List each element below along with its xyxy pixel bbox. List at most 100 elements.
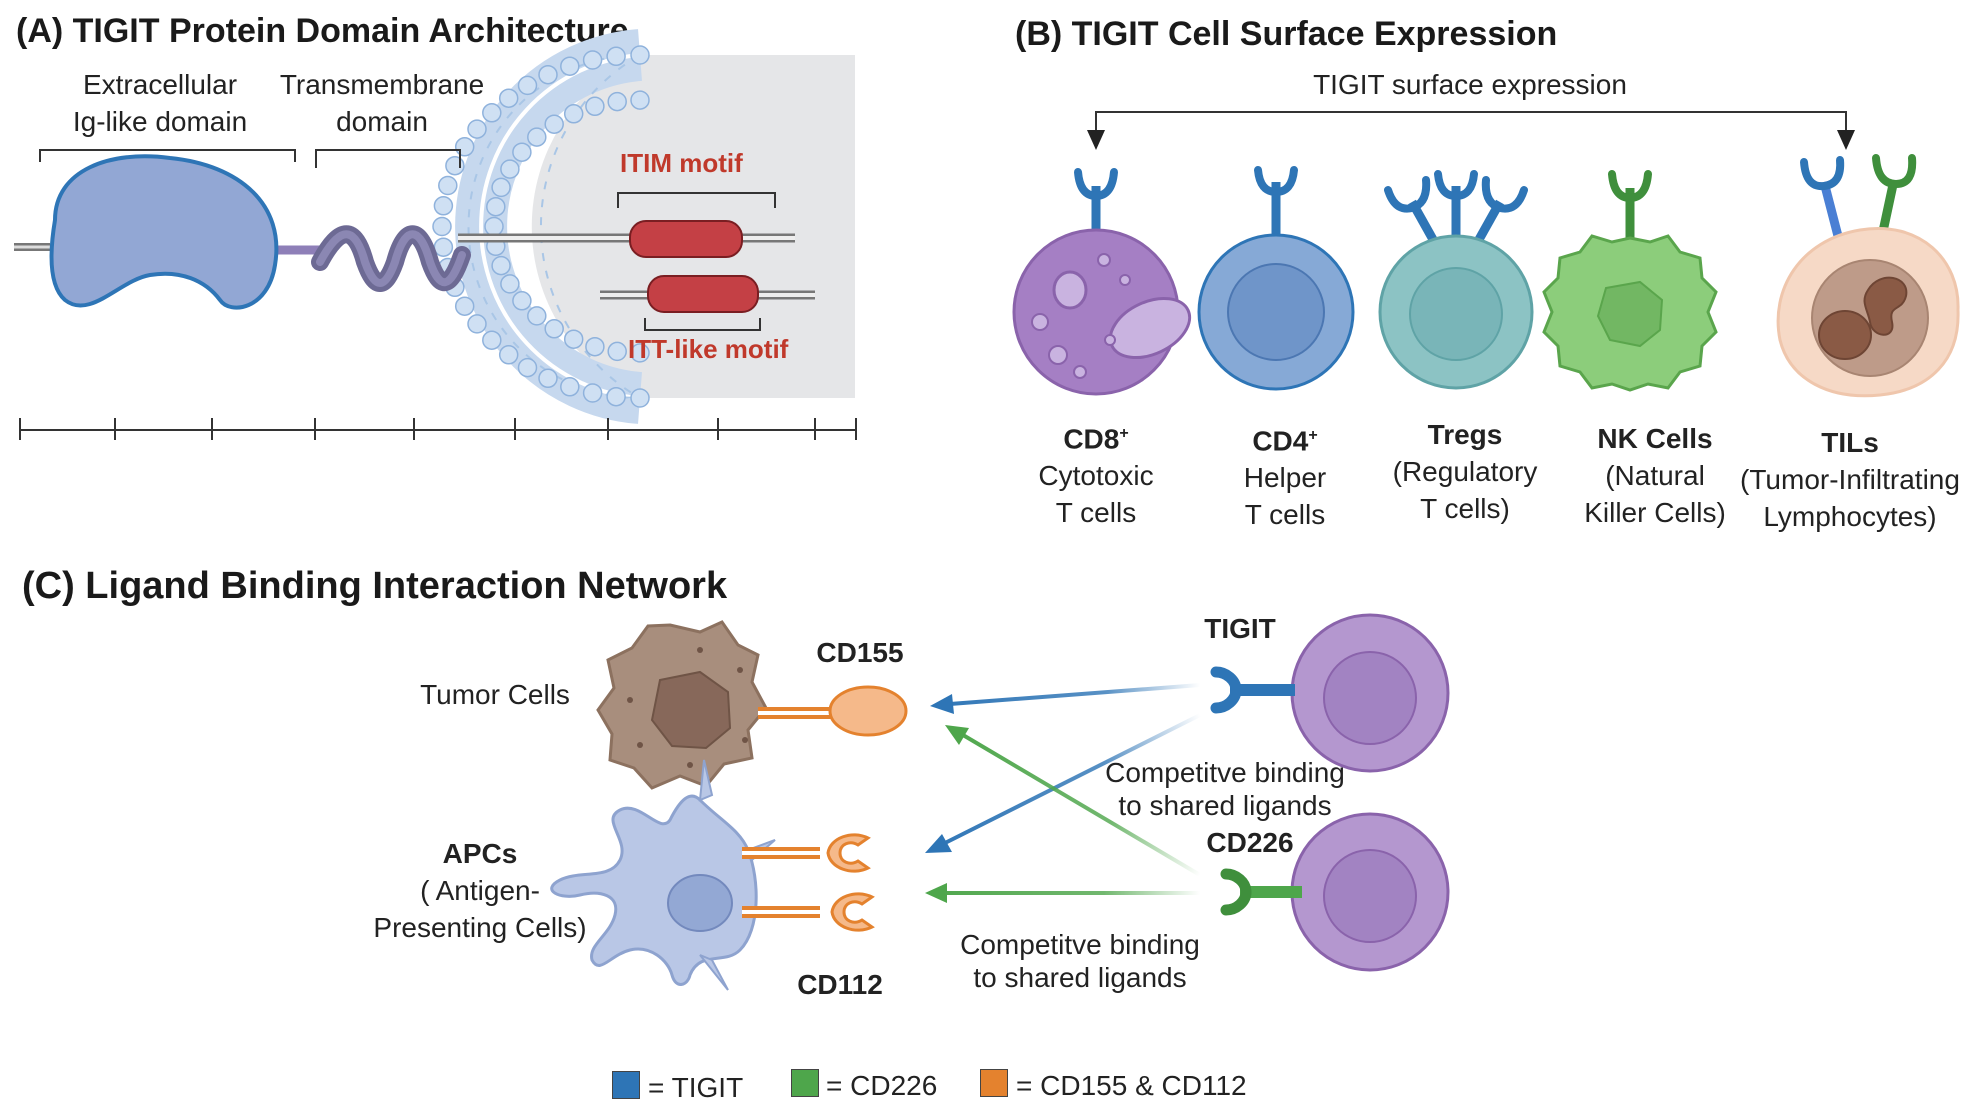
lipid-head — [544, 114, 564, 134]
lipid-head — [630, 343, 650, 363]
legend-tigit-label: = TIGIT — [648, 1072, 744, 1103]
extracellular-bracket — [39, 149, 296, 162]
lipid-head — [582, 50, 603, 70]
lipid-head — [563, 329, 584, 349]
lipid-head — [630, 388, 650, 408]
cd112-label: CD112 — [797, 969, 883, 1000]
cd155-label: CD155 — [816, 637, 904, 668]
cell-expression-diagram — [1012, 111, 1960, 398]
tigit-to-cd112-arrow — [925, 713, 1201, 853]
apcs-line2: ( Antigen- — [420, 875, 540, 906]
transmembrane-label: Transmembrane domain — [272, 66, 492, 140]
lipid-head — [512, 142, 532, 162]
lipid-head — [582, 383, 603, 403]
lipid-head — [433, 196, 454, 216]
lipid-head — [606, 386, 626, 407]
lipid-head — [491, 177, 511, 198]
cd8-name: CD8 — [1063, 423, 1120, 455]
tigit-label: TIGIT — [1204, 613, 1276, 644]
panel-c-title: (C) Ligand Binding Interaction Network — [22, 565, 728, 607]
competitive-2-line2: to shared ligands — [973, 962, 1187, 993]
tumor-cell-icon — [596, 620, 768, 790]
cd4-cell-icon — [1197, 166, 1355, 391]
lipid-head — [482, 330, 502, 350]
lipid-head — [467, 314, 487, 334]
apcs-name: APCs — [442, 838, 518, 869]
extracellular-label: Extracellular Ig-like domain — [60, 66, 260, 140]
cd226-to-cd112-arrow — [925, 883, 1200, 903]
lipid-head — [517, 357, 538, 378]
lipid-head — [585, 96, 605, 117]
lipid-head — [527, 127, 547, 147]
itim-label: ITIM motif — [620, 148, 743, 178]
legend-ligand-label: = CD155 & CD112 — [1016, 1070, 1247, 1101]
legend-ligand-swatch — [980, 1069, 1008, 1097]
lipid-head — [512, 291, 532, 311]
cd112-receptor-1 — [742, 833, 871, 873]
competitive-1-line2: to shared ligands — [1118, 790, 1332, 821]
cd4-label: CD4+ Helper T cells — [1190, 417, 1380, 533]
competitive-1-line1: Competitve binding — [1105, 757, 1345, 788]
lipid-head — [607, 91, 627, 112]
cd226-t-cell-icon — [1220, 812, 1450, 972]
treg-label: Tregs (Regulatory T cells) — [1370, 416, 1560, 527]
lipid-head — [467, 119, 487, 139]
treg-cell-icon — [1378, 170, 1534, 390]
itt-label: ITT-like motif — [628, 334, 789, 364]
lipid-head — [585, 336, 605, 357]
nk-cell-icon — [1542, 170, 1718, 392]
cd8-line3: T cells — [1055, 497, 1137, 529]
cd226-to-cd155-arrow — [945, 725, 1202, 877]
cd4-line3: T cells — [1244, 499, 1326, 531]
transmembrane-bracket — [315, 149, 461, 168]
tigit-to-cd155-arrow — [930, 683, 1201, 714]
apcs-label: APCs ( Antigen- Presenting Cells) — [360, 835, 600, 946]
lipid-head — [498, 88, 519, 108]
lipid-head — [438, 175, 458, 196]
lipid-head — [491, 255, 511, 276]
lipid-head — [486, 196, 506, 217]
lipid-head — [560, 377, 580, 397]
til-cell-icon — [1776, 154, 1960, 398]
lipid-head — [517, 75, 538, 96]
nk-line2: (Natural — [1605, 460, 1705, 491]
itt-bracket — [644, 318, 761, 331]
lipid-head — [563, 104, 584, 124]
extracellular-label-line2: Ig-like domain — [72, 106, 248, 137]
cd155-receptor — [758, 685, 908, 737]
nk-line3: Killer Cells) — [1584, 497, 1726, 528]
panel-a-title: (A) TIGIT Protein Domain Architecture — [16, 12, 629, 50]
apcs-line3: Presenting Cells) — [373, 912, 587, 943]
lipid-head — [630, 90, 650, 110]
lipid-head — [454, 296, 475, 316]
lipid-head — [527, 306, 547, 326]
lipid-head — [606, 46, 626, 67]
cd4-sup: + — [1308, 427, 1318, 444]
expression-label: TIGIT surface expression — [1313, 69, 1627, 100]
lipid-head — [432, 216, 452, 237]
treg-line3: T cells) — [1420, 493, 1510, 524]
legend-cd226-label: = CD226 — [826, 1070, 938, 1101]
itt-motif — [647, 275, 759, 313]
nk-name: NK Cells — [1597, 423, 1713, 454]
cd8-label: CD8+ Cytotoxic T cells — [1000, 415, 1192, 531]
cd112-receptor-2 — [742, 892, 875, 932]
transmembrane-label-line1: Transmembrane — [279, 69, 485, 100]
protein-domain-diagram — [14, 29, 857, 440]
ruler-ticks — [19, 418, 857, 440]
tumor-cells-label: Tumor Cells — [420, 679, 570, 710]
lipid-head — [538, 368, 558, 389]
competitive-2-line1: Competitve binding — [960, 929, 1200, 960]
lipid-head — [538, 64, 558, 85]
tigit-t-cell-icon — [1210, 613, 1450, 773]
lipid-head — [630, 45, 650, 65]
treg-name: Tregs — [1427, 419, 1503, 450]
transmembrane-label-line2: domain — [336, 106, 428, 137]
lipid-head — [482, 103, 502, 123]
til-line2: (Tumor-Infiltrating — [1740, 464, 1960, 495]
til-label: TILs (Tumor-Infiltrating Lymphocytes) — [1725, 424, 1975, 535]
ig-like-domain — [49, 154, 279, 310]
cd8-line2: Cytotoxic — [1038, 460, 1154, 492]
cd4-name: CD4 — [1252, 425, 1309, 457]
